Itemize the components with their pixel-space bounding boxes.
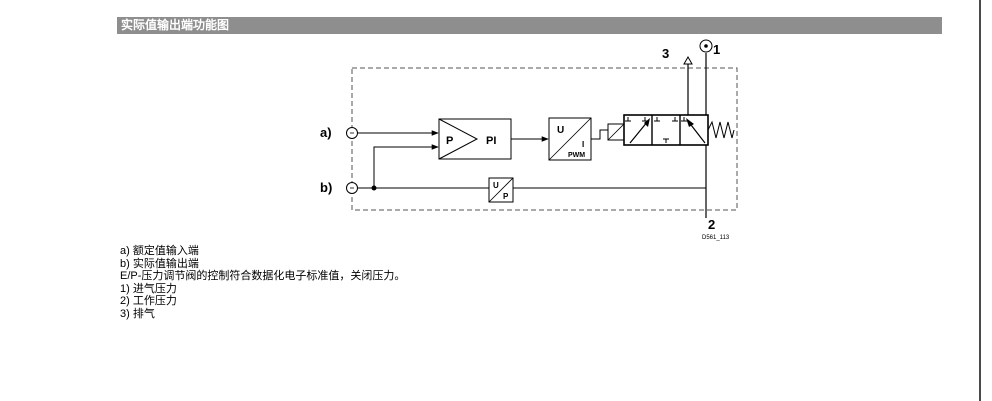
converter-u-label: U <box>557 125 564 136</box>
feedback-u-label: U <box>493 181 499 190</box>
legend: a) 额定值输入端 b) 实际值输出端 E/P-压力调节阀的控制符合数据化电子标… <box>120 245 405 321</box>
pi-controller-p-label: P <box>446 135 453 147</box>
converter-pwm-label: PWM <box>568 152 585 159</box>
legend-item-exhaust: 3) 排气 <box>120 307 155 320</box>
exhaust-port-symbol <box>683 55 693 65</box>
input-a-label: a) <box>320 125 332 140</box>
port-supply-label: 1 <box>713 42 720 57</box>
input-b-label: b) <box>320 180 332 195</box>
converter-i-label: I <box>582 140 584 149</box>
section-header: 实际值输出端功能图 <box>117 17 942 34</box>
port-exhaust-label: 3 <box>662 46 669 61</box>
legend-item-setpoint-input: a) 额定值输入端 <box>120 245 199 257</box>
legend-item-description: E/P-压力调节阀的控制符合数据化电子标准值，关闭压力。 <box>120 270 406 283</box>
legend-item-working-pressure: 2) 工作压力 <box>120 295 177 308</box>
legend-item-actual-output: b) 实际值输出端 <box>120 257 199 270</box>
line-converter-to-solenoid <box>591 129 608 140</box>
system-boundary <box>351 67 738 211</box>
pi-controller-pi-label: PI <box>486 135 496 147</box>
proportional-valve <box>623 114 709 146</box>
pi-controller-triangle <box>438 118 479 160</box>
line-feedback-to-controller <box>373 144 439 188</box>
legend-item-supply-pressure: 1) 进气压力 <box>120 282 177 295</box>
valve-return-spring <box>707 120 735 139</box>
port-work-label: 2 <box>708 217 715 232</box>
page-right-border <box>979 0 981 401</box>
feedback-p-label: P <box>503 192 509 201</box>
drawing-code: D561_113 <box>702 235 730 241</box>
